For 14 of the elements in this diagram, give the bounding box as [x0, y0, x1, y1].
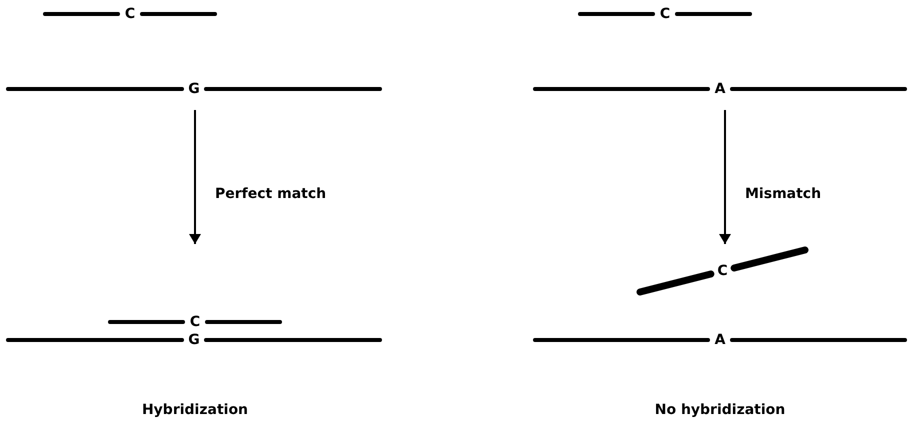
- arrow: [189, 110, 201, 244]
- base-letter: G: [188, 333, 200, 347]
- base-letter: A: [714, 82, 726, 96]
- base-letter: C: [190, 315, 200, 329]
- edge-label: Mismatch: [745, 186, 822, 202]
- base-letter: C: [717, 264, 728, 278]
- base-letter: G: [188, 82, 200, 96]
- base-letter: C: [124, 7, 136, 21]
- caption-text: Hybridization: [142, 402, 248, 418]
- base-letter: C: [660, 7, 670, 21]
- base-letter: A: [714, 333, 726, 347]
- arrow: [719, 110, 731, 244]
- edge-label: Perfect match: [215, 186, 326, 202]
- caption-text: No hybridization: [654, 402, 786, 418]
